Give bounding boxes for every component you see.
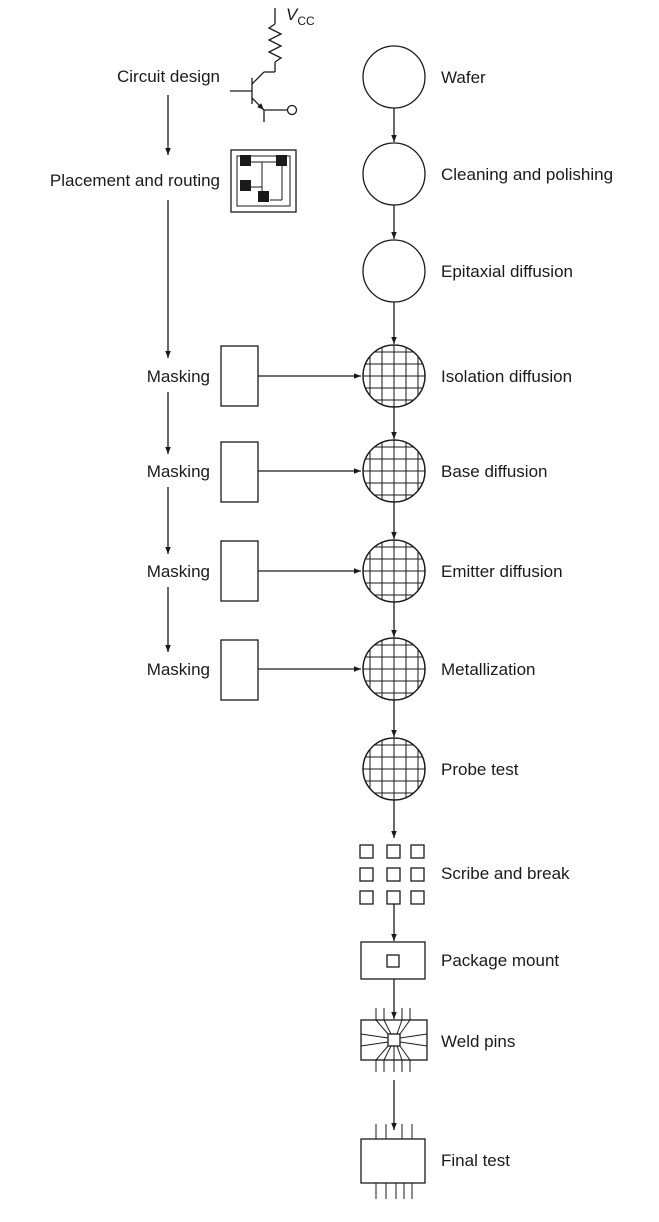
masking-label-1: Masking [147, 367, 210, 386]
epitaxial-wafer-icon [362, 239, 426, 303]
step-label-base: Base diffusion [441, 462, 547, 481]
patterned-wafer-icon-metallization [362, 637, 426, 701]
masking-label-3: Masking [147, 562, 210, 581]
patterned-wafer-icon-emitter [362, 539, 426, 603]
transistor-schematic-icon [230, 8, 298, 122]
step-label-weld: Weld pins [441, 1032, 515, 1051]
vcc-label: VCC [286, 5, 315, 28]
vcc-subscript: CC [297, 14, 315, 28]
patterned-wafer-icon-probe [362, 737, 426, 801]
step-label-emitter: Emitter diffusion [441, 562, 563, 581]
step-label-final: Final test [441, 1151, 510, 1170]
step-label-metallization: Metallization [441, 660, 536, 679]
mask-box-2 [220, 441, 259, 503]
step-label-probe: Probe test [441, 760, 519, 779]
cleaned-wafer-icon [362, 142, 426, 206]
patterned-wafer-icon-base [362, 439, 426, 503]
step-label-package: Package mount [441, 951, 559, 970]
step-label-epitaxial: Epitaxial diffusion [441, 262, 573, 281]
mask-box-4 [220, 639, 259, 701]
layout-chip-icon [230, 149, 297, 213]
mask-box-1 [220, 345, 259, 407]
circuit-design-label: Circuit design [117, 67, 220, 86]
step-label-scribe: Scribe and break [441, 864, 570, 883]
weld-pins-icon [360, 1008, 428, 1072]
mask-box-3 [220, 540, 259, 602]
step-label-isolation: Isolation diffusion [441, 367, 572, 386]
package-mount-icon [360, 941, 426, 980]
placement-routing-label: Placement and routing [50, 171, 220, 190]
step-label-wafer: Wafer [441, 68, 486, 87]
diced-chips-icon [359, 844, 425, 905]
masking-label-4: Masking [147, 660, 210, 679]
step-label-cleaning: Cleaning and polishing [441, 165, 613, 184]
final-test-chip-icon [360, 1124, 426, 1199]
vcc-main: V [286, 5, 299, 24]
patterned-wafer-icon-isolation [362, 344, 426, 408]
masking-label-2: Masking [147, 462, 210, 481]
wafer-icon [362, 45, 426, 109]
